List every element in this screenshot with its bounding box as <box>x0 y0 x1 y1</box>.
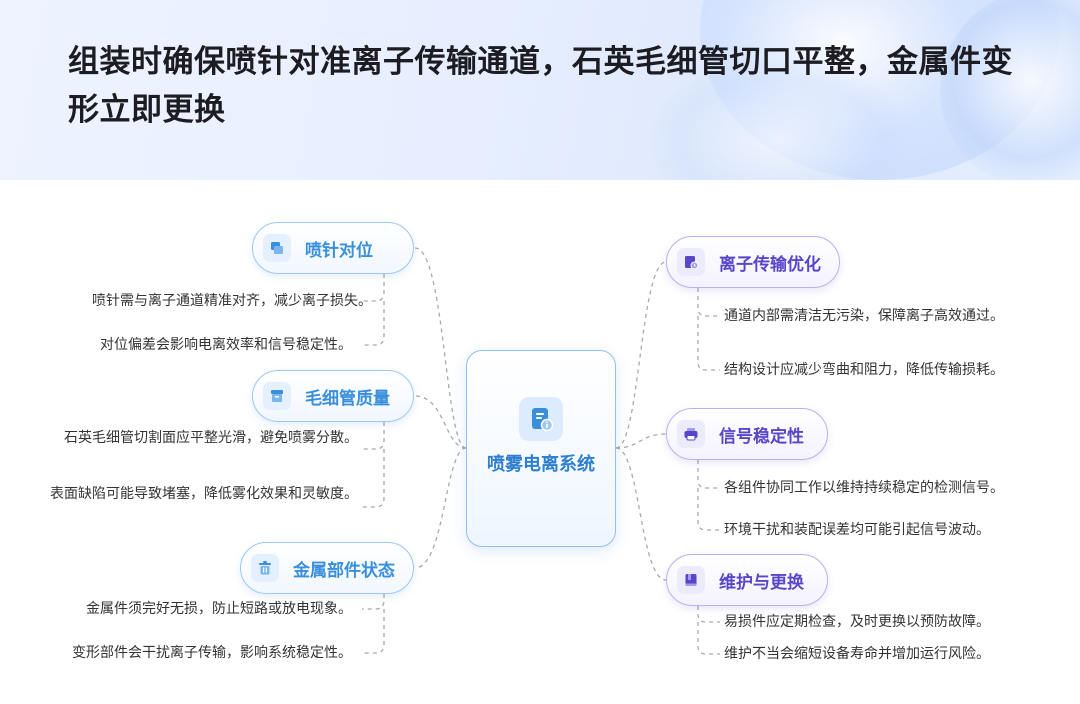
branch-node-label: 金属部件状态 <box>293 560 395 581</box>
decor-orb <box>650 60 910 180</box>
leaf-text: 对位偏差会影响电离效率和信号稳定性。 <box>100 337 352 353</box>
leaf-text: 维护不当会缩短设备寿命并增加运行风险。 <box>724 646 990 662</box>
leaf-text: 结构设计应减少弯曲和阻力，降低传输损耗。 <box>724 362 1004 378</box>
clipboard-clock-icon <box>677 248 705 276</box>
trash-icon <box>251 554 279 582</box>
connector-leaf-left-5 <box>362 594 385 610</box>
connector-leaf-right-6 <box>697 622 720 655</box>
connector-leaf-right-5 <box>697 606 720 623</box>
branch-node-label: 喷针对位 <box>305 240 373 261</box>
branch-node-nozzle-alignment[interactable]: 喷针对位 <box>252 222 414 274</box>
center-node[interactable]: 喷雾电离系统 <box>466 350 616 547</box>
connector-center-left-1 <box>414 247 467 449</box>
leaf-text: 石英毛细管切割面应平整光滑，避免喷雾分散。 <box>64 430 358 446</box>
printer-icon <box>677 420 705 448</box>
stack-icon <box>263 234 291 262</box>
book-icon <box>677 566 705 594</box>
leaf-text: 喷针需与离子通道精准对齐，减少离子损失。 <box>92 293 372 309</box>
leaf-text: 金属件须完好无损，防止短路或放电现象。 <box>86 601 352 617</box>
branch-node-label: 维护与更换 <box>719 572 804 593</box>
leaf-text: 表面缺陷可能导致堵塞，降低雾化效果和灵敏度。 <box>50 486 358 502</box>
leaf-text: 各组件协同工作以维持持续稳定的检测信号。 <box>724 480 1004 496</box>
leaf-text: 通道内部需清洁无污染，保障离子高效通过。 <box>724 308 1004 324</box>
leaf-text: 变形部件会干扰离子传输，影响系统稳定性。 <box>72 645 352 661</box>
branch-node-label: 信号稳定性 <box>719 426 804 447</box>
branch-node-metal-parts[interactable]: 金属部件状态 <box>240 542 414 594</box>
connector-center-left-2 <box>414 395 467 449</box>
center-node-label: 喷雾电离系统 <box>487 454 595 475</box>
header-banner: 组装时确保喷针对准离子传输通道，石英毛细管切口平整，金属件变形立即更换 <box>0 0 1080 180</box>
leaf-text: 环境干扰和装配误差均可能引起信号波动。 <box>724 522 990 538</box>
connector-center-right-1 <box>615 261 667 449</box>
connector-leaf-right-1 <box>697 288 720 317</box>
connector-leaf-left-6 <box>362 609 385 654</box>
branch-node-label: 离子传输优化 <box>719 254 821 275</box>
connector-leaf-left-4 <box>362 449 385 508</box>
connector-leaf-left-3 <box>362 422 385 450</box>
decor-orb <box>940 0 1080 180</box>
page-title: 组装时确保喷针对准离子传输通道，石英毛细管切口平整，金属件变形立即更换 <box>68 44 1013 128</box>
branch-node-signal-stability[interactable]: 信号稳定性 <box>666 408 828 460</box>
connector-leaf-right-4 <box>697 488 720 531</box>
branch-node-capillary-quality[interactable]: 毛细管质量 <box>252 370 414 422</box>
connector-center-right-2 <box>615 433 667 449</box>
connector-leaf-right-3 <box>697 460 720 489</box>
document-info-icon <box>519 397 563 441</box>
branch-node-maintenance[interactable]: 维护与更换 <box>666 554 828 606</box>
connector-center-right-3 <box>615 447 667 581</box>
branch-node-label: 毛细管质量 <box>305 388 390 409</box>
leaf-text: 易损件应定期检查，及时更换以预防故障。 <box>724 614 990 630</box>
archive-icon <box>263 382 291 410</box>
connector-center-left-3 <box>414 447 467 569</box>
connector-leaf-right-2 <box>697 316 720 371</box>
branch-node-ion-transfer[interactable]: 离子传输优化 <box>666 236 840 288</box>
